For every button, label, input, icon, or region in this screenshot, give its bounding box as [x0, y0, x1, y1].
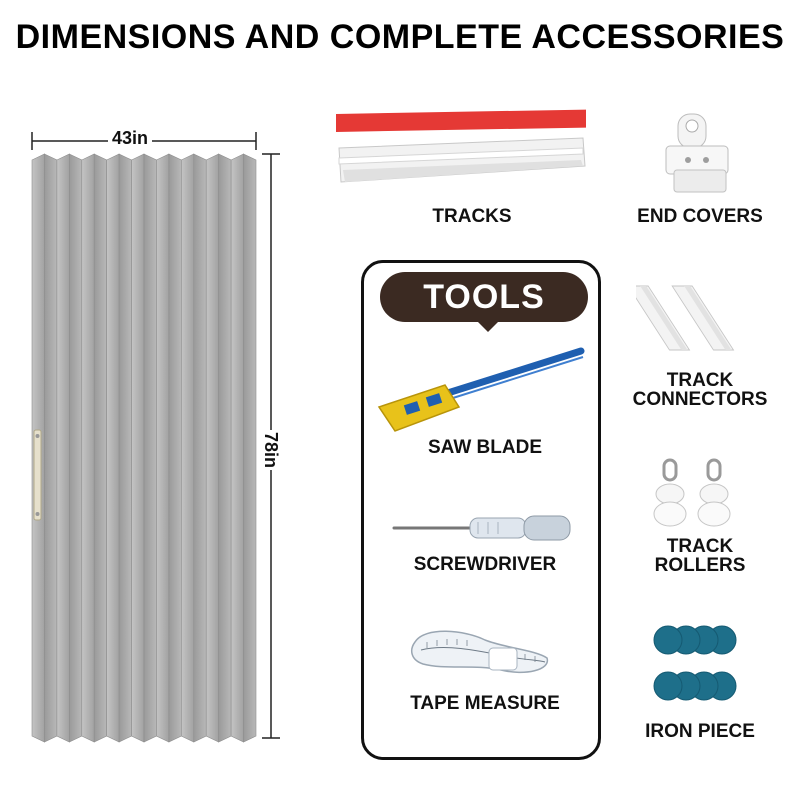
- door-pleat: [181, 153, 195, 743]
- tape-measure-label: TAPE MEASURE: [410, 693, 560, 714]
- door-pleat: [193, 153, 207, 743]
- iron-piece-label: IRON PIECE: [645, 721, 755, 742]
- track-icon: [336, 109, 586, 183]
- tools-panel: [361, 260, 601, 760]
- door-pleat: [143, 153, 157, 743]
- track-rollers-label: TRACK ROLLERS: [610, 537, 790, 575]
- door-pleat: [81, 153, 95, 743]
- door-pleat: [93, 153, 107, 743]
- track-rollers-label-line-2: ROLLERS: [654, 555, 746, 576]
- track-roller-icon: [653, 458, 731, 527]
- door-pleat: [56, 153, 70, 743]
- iron-piece-icon: [653, 625, 737, 701]
- door-handle: [33, 429, 42, 521]
- door-pleat: [218, 153, 232, 743]
- end-covers-label: END COVERS: [637, 206, 763, 227]
- folding-door: [31, 153, 257, 743]
- tracks-label: TRACKS: [432, 206, 512, 227]
- saw-blade-icon: [377, 347, 585, 432]
- width-label: 43in: [108, 128, 153, 149]
- track-connectors-label: TRACK CONNECTORS: [610, 371, 790, 409]
- track-rollers-label-line-1: TRACK: [666, 536, 734, 557]
- tools-heading-pointer: [476, 320, 500, 332]
- door-pleat: [230, 153, 244, 743]
- door-pleat: [205, 153, 219, 743]
- end-cover-icon: [665, 113, 729, 193]
- door-pleat: [243, 153, 257, 743]
- track-connectors-label-line-2: CONNECTORS: [632, 389, 768, 410]
- screwdriver-icon: [392, 515, 571, 541]
- track-connectors-label-line-1: TRACK: [666, 370, 734, 391]
- track-connector-icon: [636, 285, 735, 351]
- saw-blade-label: SAW BLADE: [428, 437, 542, 458]
- page-title: DIMENSIONS AND COMPLETE ACCESSORIES: [15, 18, 785, 56]
- door-pleat: [44, 153, 58, 743]
- tools-heading: TOOLS: [380, 272, 588, 322]
- door-pleat: [156, 153, 170, 743]
- door-pleat: [69, 153, 83, 743]
- door-pleat: [106, 153, 120, 743]
- door-pleat: [118, 153, 132, 743]
- door-pleat: [131, 153, 145, 743]
- door-pleat: [168, 153, 182, 743]
- tape-measure-icon: [410, 630, 549, 674]
- screwdriver-label: SCREWDRIVER: [413, 554, 557, 575]
